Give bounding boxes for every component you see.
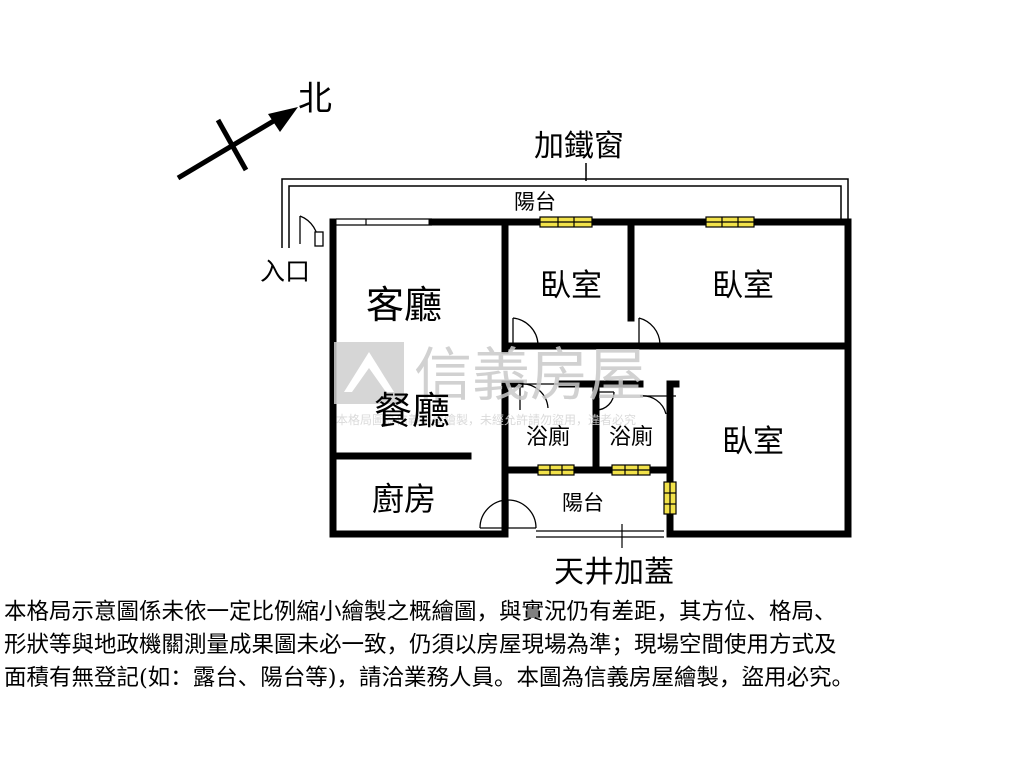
balcony-outline: [281, 163, 849, 248]
entrance-door: [299, 215, 324, 247]
balcony-top-label: 陽台: [514, 190, 556, 214]
floor-plan: 北: [176, 79, 852, 590]
window-bedroom-2: [705, 216, 755, 228]
door-bedroom-3: [639, 395, 676, 415]
window-bedroom-1: [539, 216, 593, 228]
bedroom-3-label: 臥室: [722, 424, 784, 460]
disclaimer-line-3: 面積有無登記(如：露台、陽台等)，請洽業務人員。本圖為信義房屋繪製，盜用必究。: [4, 665, 855, 691]
living-room-label: 客廳: [366, 283, 442, 327]
watermark-notice: 本格局圖為信義房屋繪製，未經允許請勿盜用，違者必究: [336, 412, 636, 427]
bottom-balcony-opening: [536, 524, 664, 548]
compass-arrowhead-icon: [268, 107, 298, 132]
skylight-cover-label: 天井加蓋: [554, 555, 674, 590]
dining-room-label: 餐廳: [374, 389, 450, 433]
entrance-label: 入口: [260, 257, 310, 286]
walls: [329, 218, 852, 538]
bedroom-2-label: 臥室: [712, 268, 774, 304]
door-bedroom-2: [638, 317, 661, 346]
door-bedroom-1: [512, 317, 539, 346]
room-labels: 加鐵窗 陽台 入口 客廳 餐廳 廚房 臥室 臥室 臥室 浴廁 浴廁 陽台 天井加…: [260, 129, 784, 590]
disclaimer: 本格局示意圖係未依一定比例縮小繪製之概繪圖，與實況仍有差距，其方位、格局、 形狀…: [4, 596, 1020, 695]
door-back-balcony: [479, 499, 537, 529]
bedroom-1-label: 臥室: [540, 268, 602, 304]
bathroom-2-label: 浴廁: [609, 425, 653, 450]
kitchen-label: 廚房: [372, 480, 436, 518]
doors: [299, 215, 676, 529]
window-bathroom-1: [537, 464, 575, 476]
window-bathroom-2: [611, 464, 651, 476]
watermark-brand: 信義房屋: [414, 341, 646, 409]
north-compass: 北: [176, 79, 332, 181]
watermark-logo-icon: [344, 352, 394, 392]
balcony-bottom-label: 陽台: [562, 491, 604, 515]
compass-north-label: 北: [298, 79, 332, 119]
bathroom-1-label: 浴廁: [526, 425, 570, 450]
door-bathroom-2: [595, 391, 615, 411]
disclaimer-line-2: 形狀等與地政機關測量成果圖未必一致，仍須以房屋現場為準；現場空間使用方式及: [4, 632, 837, 658]
compass-arrow-shaft: [176, 113, 284, 181]
window-bedroom-3: [663, 481, 677, 515]
disclaimer-line-1: 本格局示意圖係未依一定比例縮小繪製之概繪圖，與實況仍有差距，其方位、格局、: [4, 599, 837, 625]
sliding-door: [336, 218, 432, 226]
iron-window-label: 加鐵窗: [534, 129, 624, 164]
compass-cross-bar: [215, 118, 249, 172]
watermark: 信義房屋 本格局圖為信義房屋繪製，未經允許請勿盜用，違者必究: [334, 341, 646, 427]
windows: [537, 216, 755, 515]
door-bathroom-1: [519, 383, 562, 410]
